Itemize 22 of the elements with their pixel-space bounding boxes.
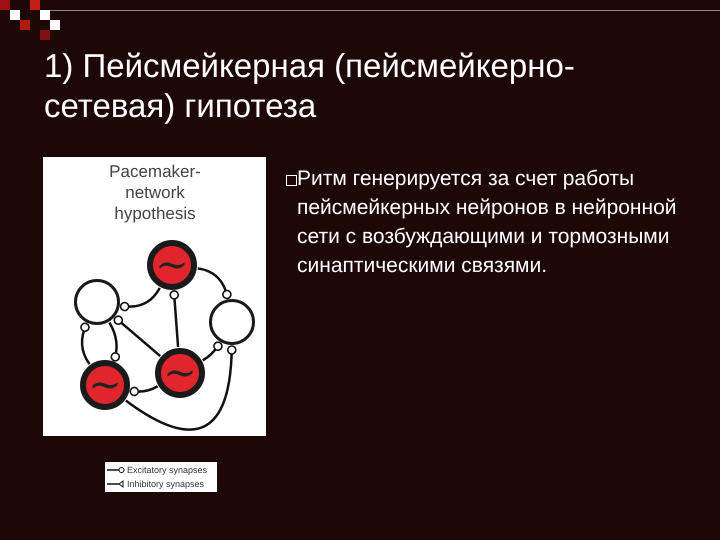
oscillation-symbol: ~ xyxy=(155,250,189,280)
synaptic-connection xyxy=(202,341,223,362)
oscillation-symbol: ~ xyxy=(163,358,197,388)
legend-text: Inhibitory synapses xyxy=(127,478,204,490)
synaptic-connection xyxy=(113,315,162,358)
figure-heading: Pacemaker-network hypothesis xyxy=(108,161,202,224)
pacemaker-neuron xyxy=(155,348,205,398)
synaptic-connection xyxy=(130,385,158,396)
pacemaker-neuron xyxy=(80,360,130,410)
neuron-circle xyxy=(74,279,120,325)
synaptic-connection xyxy=(108,322,120,362)
pacemaker-neuron xyxy=(147,240,197,290)
synaptic-connection xyxy=(80,322,91,365)
synaptic-connection xyxy=(169,290,180,348)
oscillation-symbol: ~ xyxy=(88,370,122,400)
body-text: Ритм генерируется за счет работы пейсмейкерных нейронов в нейронной сети с возбуждающими и тормозными синаптическими связями. xyxy=(297,166,678,279)
slide-title: 1) Пейсмейкерная (пейсмейкерно-сетевая) гипотеза xyxy=(44,46,576,126)
neuron-circle xyxy=(209,299,255,345)
synaptic-connection xyxy=(120,287,161,312)
legend-text: Excitatory synapses xyxy=(127,464,208,476)
synaptic-connection xyxy=(125,345,236,431)
synaptic-connection xyxy=(198,267,232,300)
